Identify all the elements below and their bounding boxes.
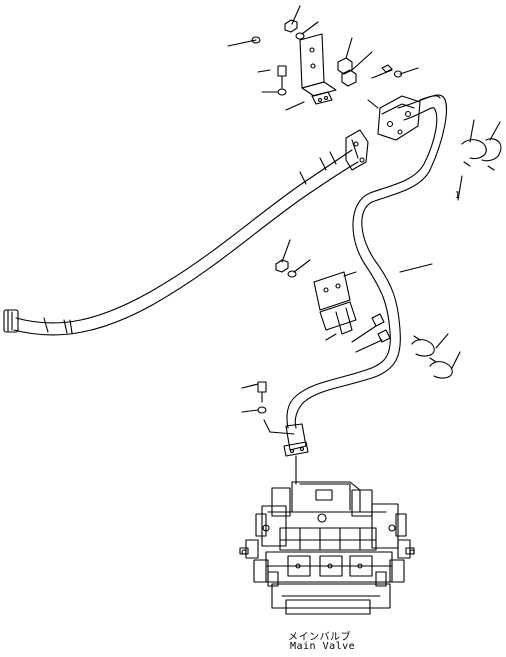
leader-lines-upper	[228, 6, 418, 110]
lower-fitting	[242, 382, 308, 484]
lower-u-bolt	[412, 334, 460, 378]
reference-mark: I	[455, 191, 460, 201]
main-valve	[240, 482, 414, 614]
middle-bracket	[276, 240, 432, 352]
main-valve-caption-en: Main Valve	[290, 641, 356, 652]
top-pipe-flange	[378, 96, 420, 140]
upper-bracket	[252, 20, 402, 104]
main-valve-caption-jp: メインバルブ	[288, 632, 351, 643]
left-hose	[4, 130, 368, 335]
upper-u-bolt: I	[455, 120, 501, 201]
rigid-pipe	[287, 95, 447, 428]
